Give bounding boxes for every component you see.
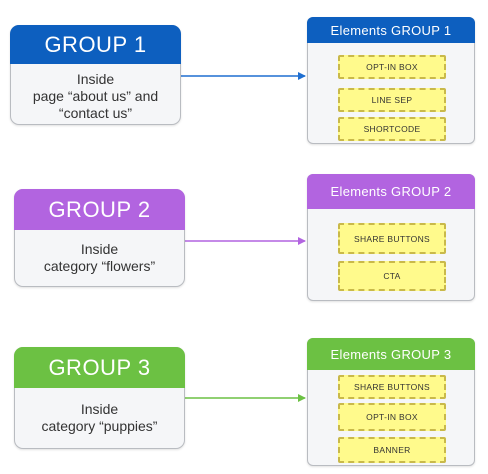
element-item-share-buttons: SHARE BUTTONS [338, 223, 446, 254]
group-3-title: GROUP 3 [48, 354, 151, 380]
element-item-opt-in-box-3: OPT-IN BOX [338, 403, 446, 431]
elements-group-1-title: Elements GROUP 1 [330, 22, 452, 38]
group-3-header: GROUP 3 [14, 347, 185, 388]
elements-group-2-title: Elements GROUP 2 [330, 184, 452, 199]
elements-group-1-header: Elements GROUP 1 [307, 17, 475, 43]
group-2-description: Inside category “flowers” [15, 241, 184, 275]
element-item-line-sep: LINE SEP [338, 88, 446, 112]
group-1-card: GROUP 1 Inside page “about us” and “cont… [10, 25, 181, 125]
group-1-header: GROUP 1 [10, 25, 181, 64]
group-2-desc-line-2: category “flowers” [43, 258, 156, 274]
element-item-opt-in-box: OPT-IN BOX [338, 55, 446, 79]
group-1-desc-line-3: “contact us” [58, 105, 133, 121]
elements-group-3-title: Elements GROUP 3 [330, 346, 452, 362]
elements-group-2-header: Elements GROUP 2 [307, 174, 475, 209]
group-3-description: Inside category “puppies” [15, 401, 184, 435]
elements-group-3-box: Elements GROUP 3 SHARE BUTTONS OPT-IN BO… [307, 338, 475, 466]
group-2-header: GROUP 2 [14, 189, 185, 230]
group-3-card: GROUP 3 Inside category “puppies” [14, 347, 185, 449]
elements-group-1-box: Elements GROUP 1 OPT-IN BOX LINE SEP SHO… [307, 17, 475, 144]
group-3-desc-line-2: category “puppies” [41, 418, 158, 434]
group-1-title: GROUP 1 [44, 31, 147, 57]
element-item-banner: BANNER [338, 437, 446, 463]
elements-group-2-box: Elements GROUP 2 SHARE BUTTONS CTA [307, 174, 475, 301]
group-3-desc-line-1: Inside [80, 401, 119, 417]
group-2-desc-line-1: Inside [80, 241, 119, 257]
element-item-shortcode: SHORTCODE [338, 117, 446, 141]
group-2-title: GROUP 2 [48, 196, 151, 222]
group-1-description: Inside page “about us” and “contact us” [11, 71, 180, 122]
element-item-cta: CTA [338, 261, 446, 291]
element-item-share-buttons-3: SHARE BUTTONS [338, 375, 446, 399]
group-2-card: GROUP 2 Inside category “flowers” [14, 189, 185, 287]
elements-group-3-header: Elements GROUP 3 [307, 338, 475, 370]
group-1-desc-line-2: page “about us” and [32, 88, 159, 104]
group-1-desc-line-1: Inside [76, 71, 115, 87]
